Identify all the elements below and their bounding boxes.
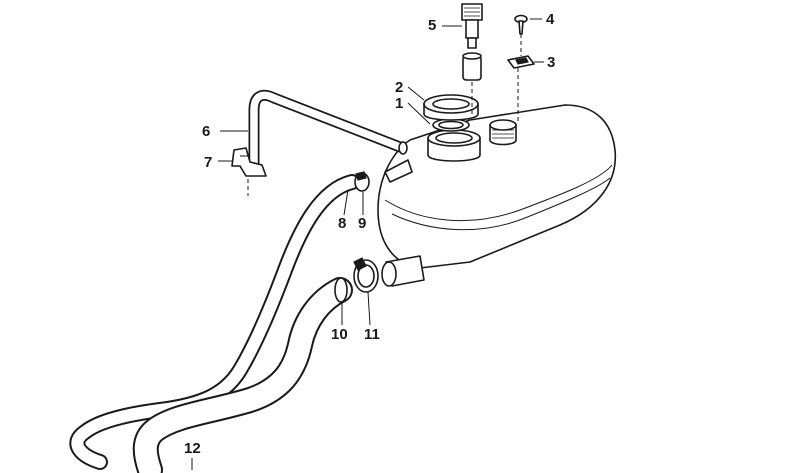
lower-hose <box>69 174 360 470</box>
hose-clamp-upper <box>354 171 370 192</box>
hose-bracket <box>231 147 267 177</box>
filler-neck <box>427 129 481 162</box>
callout-1: 1 <box>395 95 404 112</box>
callout-5: 5 <box>428 17 437 34</box>
callout-8: 8 <box>338 215 347 232</box>
callout-12: 12 <box>184 440 201 457</box>
callout-11: 11 <box>364 326 380 343</box>
callout-4: 4 <box>546 11 555 28</box>
filler-cap <box>423 94 479 121</box>
callout-3: 3 <box>547 54 556 71</box>
callout-2: 2 <box>395 79 404 96</box>
callout-10: 10 <box>331 326 348 343</box>
vent-hose <box>248 89 408 176</box>
callout-7: 7 <box>204 154 213 171</box>
hose-clamp-lower <box>353 257 379 293</box>
cap-gasket <box>432 118 470 132</box>
clip-plate <box>507 55 535 69</box>
level-sensor <box>461 3 483 81</box>
callout-6: 6 <box>202 123 211 140</box>
screw <box>514 14 528 35</box>
callout-9: 9 <box>358 215 367 232</box>
curved-hose <box>132 277 353 473</box>
sensor-port <box>489 119 517 146</box>
